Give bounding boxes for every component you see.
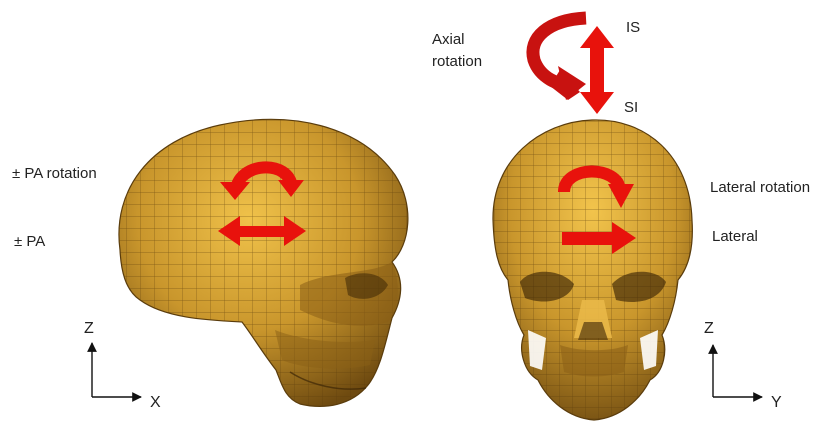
lateral-label: Lateral: [712, 227, 758, 246]
si-label: SI: [624, 98, 638, 117]
right-axis-y-label: Y: [771, 394, 782, 412]
left-axis-z-label: Z: [84, 320, 94, 338]
right-axis-indicator: [713, 345, 762, 397]
left-axis-x-label: X: [150, 394, 161, 412]
pa-rotation-label: ± PA rotation: [12, 164, 97, 183]
axial-rotation-label-line2: rotation: [432, 52, 482, 71]
right-skull: [493, 120, 692, 420]
axial-rotation-label-line1: Axial: [432, 30, 465, 49]
pa-label: ± PA: [14, 232, 45, 251]
left-axis-indicator: [92, 343, 141, 397]
is-si-arrow: [580, 26, 614, 114]
lateral-rotation-label: Lateral rotation: [710, 178, 810, 197]
axial-rotation-arrow: [533, 18, 586, 100]
right-axis-z-label: Z: [704, 320, 714, 338]
is-label: IS: [626, 18, 640, 37]
